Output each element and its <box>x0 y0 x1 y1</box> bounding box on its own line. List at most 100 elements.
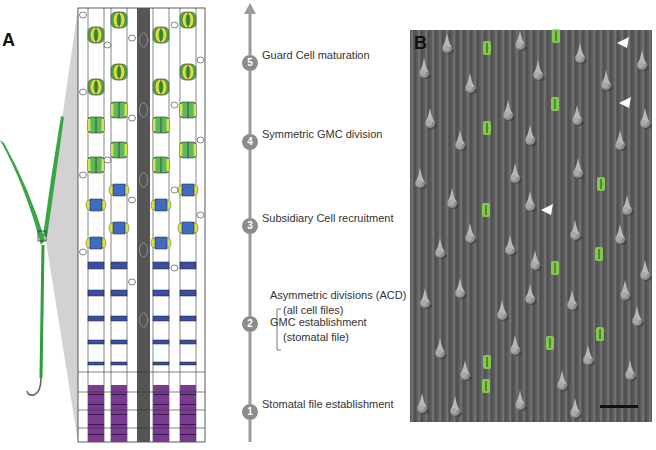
seedling-stem <box>41 245 43 378</box>
vein-file <box>137 8 150 442</box>
stage-marker: 1Stomatal file establishment <box>242 404 258 420</box>
stage-arrow-head <box>244 3 256 14</box>
divided-gmc <box>180 102 196 118</box>
recruiting-gmc <box>151 237 171 249</box>
prickle-hair <box>615 224 627 245</box>
hair-cell <box>171 187 178 193</box>
step-label: Subsidiary Cell recruitment <box>262 211 393 225</box>
stomatal-file-cells <box>180 385 196 442</box>
prickle-hair <box>455 130 467 151</box>
hair-cell <box>197 137 204 143</box>
stomatal-file-cells <box>88 385 104 442</box>
prickle-hair <box>525 284 537 305</box>
guard-cell-pair <box>153 27 169 43</box>
gmc-bar <box>111 362 127 365</box>
prickle-hair <box>435 338 447 359</box>
prickle-hair <box>640 108 652 129</box>
gmc-bar <box>88 290 104 296</box>
cross-wall <box>78 372 205 373</box>
stage-circle <box>242 404 258 420</box>
hair-cell <box>171 102 178 108</box>
prickle-hair <box>572 105 584 126</box>
guard-cell-pair <box>111 64 127 80</box>
hair-cell <box>171 265 178 271</box>
stage-circle <box>242 55 258 71</box>
step-number: 5 <box>242 55 258 71</box>
prickle-hair <box>575 43 587 64</box>
scale-bar <box>600 405 638 408</box>
stage-marker: 5Guard Cell maturation <box>242 55 258 71</box>
step-label: Guard Cell maturation <box>262 48 370 62</box>
hair-cell <box>80 89 87 95</box>
guard-cell-pair <box>180 64 196 80</box>
gmc-bar <box>180 262 196 269</box>
prickle-hair <box>515 30 527 51</box>
file-boundary <box>153 8 154 442</box>
step-number: 4 <box>242 134 258 150</box>
step-label: (all cell files) <box>283 303 344 317</box>
file-boundary <box>104 8 105 442</box>
vein-cell <box>140 33 148 47</box>
prickle-hair <box>573 158 585 179</box>
file-boundary <box>169 8 170 442</box>
gmc-bar <box>180 290 196 296</box>
gmc-bar <box>111 316 127 321</box>
gmc-bar <box>111 340 127 344</box>
gmc-bar <box>153 316 169 321</box>
vein-cell <box>140 103 148 117</box>
prickle-hair <box>420 288 432 309</box>
gmc-bar <box>111 262 127 269</box>
hair-cell <box>129 279 136 285</box>
hair-cell <box>129 197 136 203</box>
step-label: (stomatal file) <box>283 330 349 344</box>
stage-arrow-segment <box>249 234 252 316</box>
prickle-hair <box>530 250 542 271</box>
prickle-hair <box>625 360 637 381</box>
prickle-hair <box>417 393 429 414</box>
hair-cell <box>129 115 136 121</box>
divided-gmc <box>111 142 127 158</box>
stoma-marker <box>546 336 554 350</box>
prickle-hair <box>570 220 582 241</box>
stoma-marker <box>483 41 491 55</box>
prickle-hair <box>415 168 427 189</box>
prickle-hair <box>465 223 477 244</box>
divided-gmc <box>153 157 169 173</box>
bracket <box>277 309 281 350</box>
divided-gmc <box>180 142 196 158</box>
stage-arrow-segment <box>249 150 252 218</box>
stoma-marker <box>551 261 559 275</box>
recruiting-gmc <box>109 222 129 234</box>
cross-wall <box>78 392 205 393</box>
divided-gmc <box>88 157 104 173</box>
prickle-hair <box>637 50 649 71</box>
prickle-hair <box>615 130 627 151</box>
guard-cell-pair <box>88 27 104 43</box>
prickle-hair <box>510 335 522 356</box>
stoma-marker <box>552 29 560 43</box>
zoom-box <box>38 231 46 241</box>
stage-circle <box>242 316 258 332</box>
prickle-hair <box>447 188 459 209</box>
gmc-bar <box>153 262 169 269</box>
guard-cell-pair <box>153 79 169 95</box>
stoma-marker <box>596 327 604 341</box>
stage-marker: 4Symmetric GMC division <box>242 134 258 150</box>
step-label: GMC establishment <box>270 315 367 329</box>
hair-cell <box>129 35 136 41</box>
stoma-marker <box>595 247 603 261</box>
gmc-bar <box>153 290 169 296</box>
divided-gmc <box>153 117 169 133</box>
recruiting-gmc <box>86 199 106 211</box>
white-arrowhead <box>541 204 553 215</box>
gmc-bar <box>111 290 127 296</box>
panel-label: A <box>2 30 15 50</box>
stage-marker: 3Subsidiary Cell recruitment <box>242 218 258 234</box>
hair-cell <box>104 42 111 48</box>
prickle-hair <box>460 360 472 381</box>
prickle-hair <box>505 235 517 256</box>
recruiting-gmc <box>178 222 198 234</box>
cross-wall <box>78 428 205 429</box>
leaf-blade <box>0 140 45 245</box>
